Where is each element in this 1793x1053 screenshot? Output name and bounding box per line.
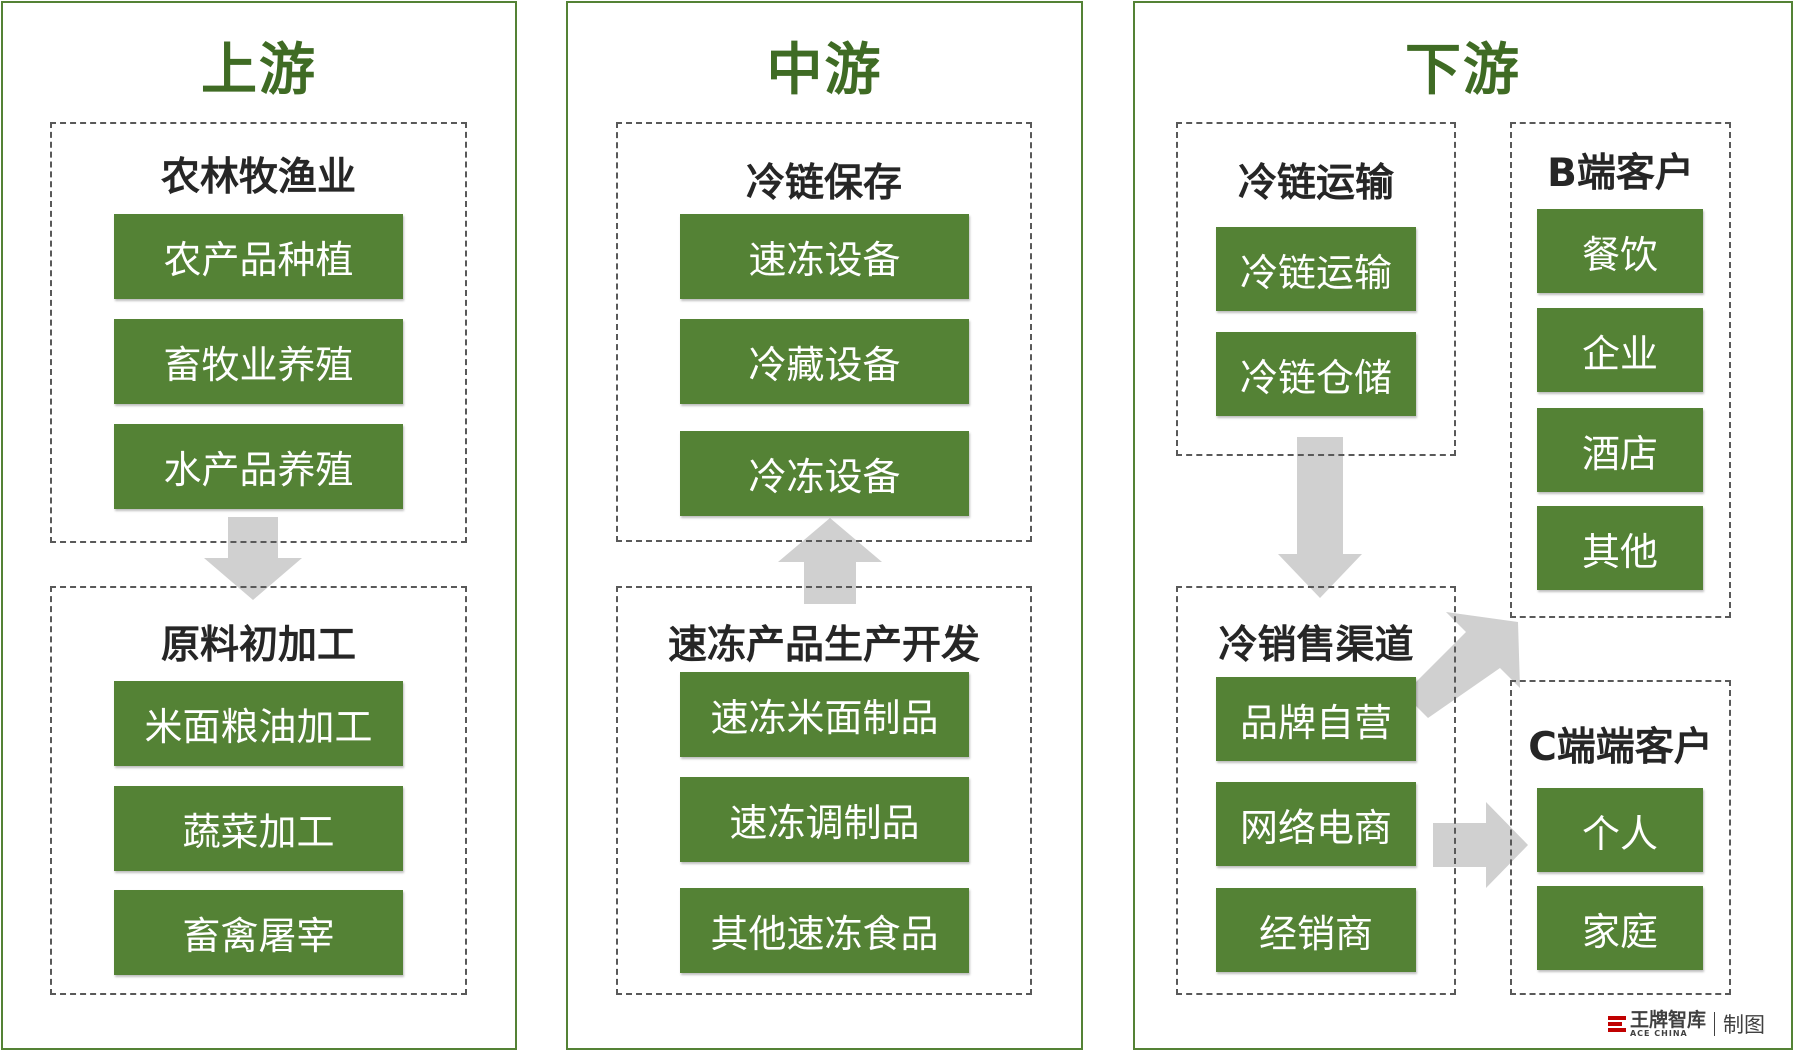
arrow-diagonal-to-b — [1404, 612, 1520, 718]
channel-item: 网络电商 — [1216, 782, 1416, 866]
b-client-item: 其他 — [1537, 506, 1703, 590]
channels-group: 冷销售渠道 — [1176, 586, 1456, 995]
b-client-item: 企业 — [1537, 308, 1703, 392]
brand-mark-icon — [1607, 1015, 1626, 1033]
channels-title: 冷销售渠道 — [1218, 623, 1414, 668]
midstream-panel: 中游 — [566, 1, 1083, 1050]
c-clients-group: C端端客户 — [1510, 680, 1731, 995]
processing-title: 原料初加工 — [160, 623, 356, 668]
farming-item: 农产品种植 — [114, 214, 403, 299]
brand-name: 王牌智库 — [1629, 1008, 1706, 1031]
arrow-right-to-c — [1433, 802, 1528, 888]
storage-item: 速冻设备 — [680, 214, 969, 299]
production-title: 速冻产品生产开发 — [667, 623, 980, 668]
production-group: 速冻产品生产开发 — [616, 586, 1032, 995]
c-client-item: 家庭 — [1537, 886, 1703, 970]
c-clients-title: C端端客户 — [1528, 725, 1713, 770]
b-clients-title: B端客户 — [1547, 151, 1694, 196]
farming-title: 农林牧渔业 — [160, 155, 356, 200]
farming-item: 畜牧业养殖 — [114, 319, 403, 404]
b-clients-group: B端客户 — [1510, 122, 1731, 618]
arrow-up-midstream — [778, 518, 882, 604]
processing-item: 米面粮油加工 — [114, 681, 403, 766]
b-client-item: 餐饮 — [1537, 209, 1703, 293]
farming-item: 水产品养殖 — [114, 424, 403, 509]
brand-suffix: 制图 — [1723, 1013, 1765, 1037]
arrow-down-upstream — [204, 517, 302, 600]
transport-item: 冷链仓储 — [1216, 332, 1416, 416]
farming-group: 农林牧渔业 — [50, 122, 467, 543]
processing-group: 原料初加工 — [50, 586, 467, 995]
midstream-title: 中游 — [766, 38, 883, 103]
production-item: 速冻米面制品 — [680, 672, 969, 757]
transport-item: 冷链运输 — [1216, 227, 1416, 311]
upstream-title: 上游 — [201, 38, 317, 103]
production-item: 其他速冻食品 — [680, 888, 969, 973]
production-item: 速冻调制品 — [680, 777, 969, 862]
brand-logo: 王牌智库 ACE CHINA 制图 — [1607, 1008, 1765, 1039]
storage-title: 冷链保存 — [745, 161, 902, 206]
c-client-item: 个人 — [1537, 788, 1703, 872]
storage-item: 冷冻设备 — [680, 431, 969, 516]
storage-item: 冷藏设备 — [680, 319, 969, 404]
brand-name-en: ACE CHINA — [1629, 1028, 1688, 1038]
brand-separator — [1714, 1012, 1715, 1036]
downstream-panel: 下游 — [1133, 1, 1793, 1050]
downstream-title: 下游 — [1405, 38, 1521, 103]
b-client-item: 酒店 — [1537, 408, 1703, 492]
channel-item: 经销商 — [1216, 888, 1416, 972]
upstream-panel: 上游 — [1, 1, 517, 1050]
channel-item: 品牌自营 — [1216, 677, 1416, 761]
processing-item: 畜禽屠宰 — [114, 890, 403, 975]
storage-group: 冷链保存 — [616, 122, 1032, 542]
processing-item: 蔬菜加工 — [114, 786, 403, 871]
arrow-down-downstream — [1278, 437, 1362, 598]
transport-title: 冷链运输 — [1237, 161, 1394, 206]
transport-group: 冷链运输 — [1176, 122, 1456, 456]
